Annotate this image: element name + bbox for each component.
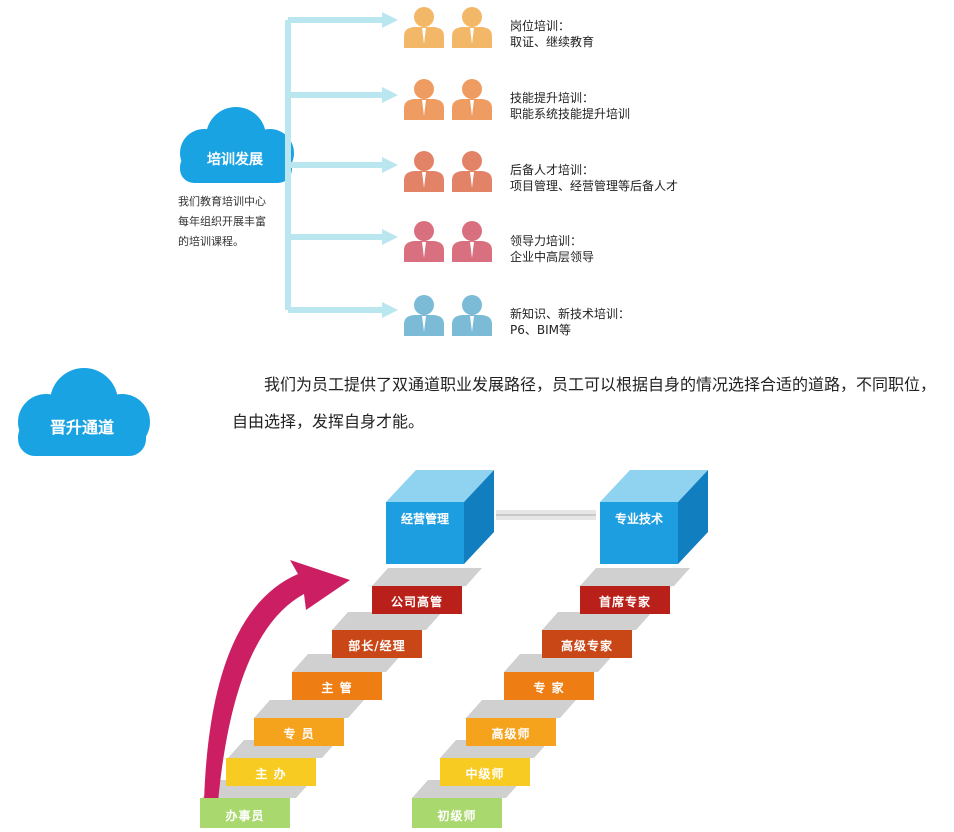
training-connectors: [285, 12, 398, 318]
step-label: 中级师: [465, 767, 505, 781]
cube-right: [600, 470, 708, 564]
branch-title: 领导力培训：: [510, 234, 583, 248]
step-label: 部长/经理: [348, 639, 406, 653]
promotion-cloud-label: 晋升通道: [49, 418, 114, 437]
branch-desc: 取证、继续教育: [510, 35, 595, 49]
step-label: 主 办: [255, 767, 287, 781]
cube-label-management: 经营管理: [400, 512, 449, 526]
person-icon-row-2: [402, 74, 498, 124]
promotion-paragraph: 我们为员工提供了双通道职业发展路径，员工可以根据自身的情况选择合适的道路，不同职…: [232, 375, 937, 431]
branch-title: 新知识、新技术培训：: [510, 307, 631, 321]
branch-desc: 项目管理、经营管理等后备人才: [510, 179, 679, 193]
step-label: 专 员: [283, 727, 315, 741]
person-icon: [404, 7, 492, 48]
branch-4: 领导力培训： 企业中高层领导: [510, 233, 594, 265]
person-icon: [404, 295, 492, 336]
person-icon-row-1: [402, 2, 498, 52]
branch-title: 岗位培训：: [510, 19, 571, 33]
person-icon-row-5: [402, 290, 498, 340]
step-label: 初级师: [437, 809, 477, 823]
branch-title: 技能提升培训：: [510, 91, 595, 105]
training-cloud: 培训发展: [166, 103, 304, 187]
branch-desc: 职能系统技能提升培训: [510, 107, 631, 121]
promotion-cloud: 晋升通道: [2, 364, 162, 460]
step-label: 高级专家: [560, 639, 613, 653]
step-label: 首席专家: [598, 595, 651, 609]
cube-label-technical: 专业技术: [614, 512, 663, 526]
step-label: 高级师: [491, 727, 531, 741]
branch-desc: 企业中高层领导: [510, 250, 595, 264]
branch-desc: P6、BIM等: [510, 323, 571, 337]
branch-1: 岗位培训： 取证、继续教育: [510, 18, 594, 50]
person-icon: [404, 221, 492, 262]
branch-title: 后备人才培训：: [510, 163, 595, 177]
branch-2: 技能提升培训： 职能系统技能提升培训: [510, 90, 630, 122]
person-icon-row-4: [402, 216, 498, 266]
step-label: 公司高管: [390, 595, 443, 609]
person-icon-row-3: [402, 146, 498, 196]
step-label: 办事员: [225, 809, 265, 823]
training-cloud-label: 培训发展: [207, 152, 263, 168]
step-label: 专 家: [533, 681, 565, 695]
career-ladder: [200, 470, 708, 828]
cube-left: [386, 470, 494, 564]
person-icon: [404, 151, 492, 192]
step-label: 主 管: [321, 681, 353, 695]
training-intro: 我们教育培训中心 每年组织开展丰富 的培训课程。: [178, 195, 266, 248]
person-icon: [404, 79, 492, 120]
branch-5: 新知识、新技术培训： P6、BIM等: [510, 306, 630, 338]
branch-3: 后备人才培训： 项目管理、经营管理等后备人才: [510, 162, 678, 194]
